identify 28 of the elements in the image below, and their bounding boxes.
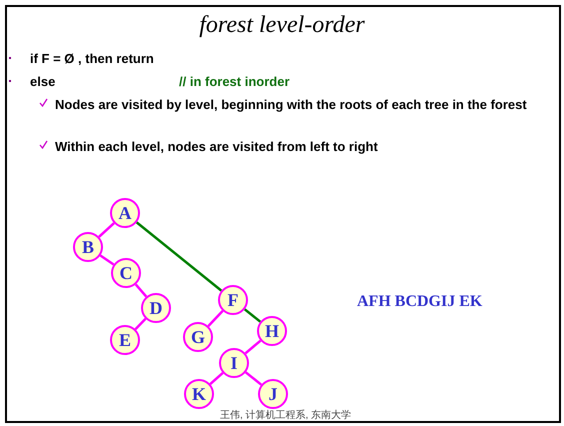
tree-node: G	[183, 322, 213, 352]
tree-edge	[100, 254, 114, 266]
else-text: else	[30, 73, 56, 91]
tree-edge	[134, 318, 146, 330]
tree-node: K	[184, 379, 214, 409]
tree-edge	[244, 308, 262, 323]
tree-node: C	[111, 258, 141, 288]
tree-node: D	[141, 293, 171, 323]
tree-edge	[134, 284, 148, 298]
title: forest level-order	[198, 11, 366, 40]
tree-node: A	[110, 198, 140, 228]
tree-node: J	[258, 379, 288, 409]
footer-text: 王伟, 计算机工程系, 东南大学	[220, 410, 352, 422]
tree-node: E	[110, 325, 140, 355]
result-text: AFH BCDGIJ EK	[357, 292, 482, 312]
tree-edge	[98, 222, 115, 238]
tree-edge	[244, 371, 262, 386]
tree-node: F	[218, 285, 248, 315]
tree-node: I	[219, 348, 249, 378]
rule-text: Nodes are visited by level, beginning with the roots of each tree in the forest	[55, 96, 528, 114]
tree-edge	[244, 340, 262, 354]
tree-node: B	[73, 232, 103, 262]
rule-text: Within each level, nodes are visited from left to right	[55, 138, 379, 156]
tree-edge	[136, 221, 222, 292]
comment-text: // in forest inorder	[179, 73, 290, 91]
condition-text: if F = Ø , then return	[30, 50, 154, 68]
tree-edge	[209, 372, 224, 385]
tree-node: H	[257, 316, 287, 346]
